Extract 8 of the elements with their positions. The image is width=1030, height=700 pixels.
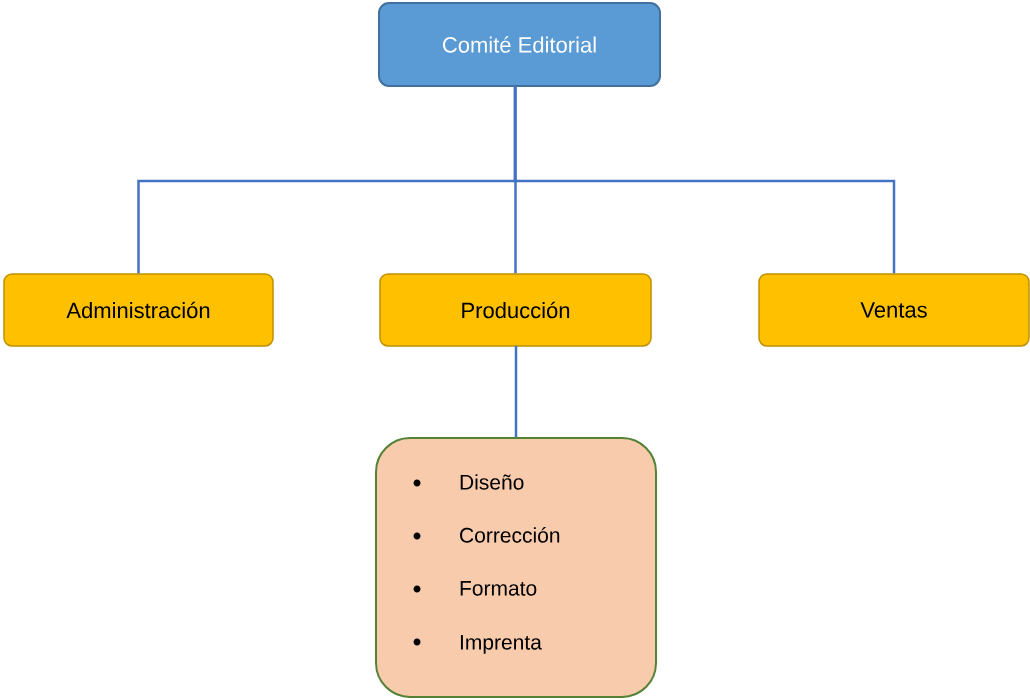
connector-line [514,346,518,437]
department-box: Ventas [758,273,1030,347]
connector-line [514,86,517,274]
connector-line [513,86,896,274]
department-box: Administración [3,273,274,347]
department-box: Producción [379,273,652,347]
committee-box: Comité Editorial [378,2,661,87]
task-list-box: Diseño Corrección Formato Imprenta [375,437,657,698]
